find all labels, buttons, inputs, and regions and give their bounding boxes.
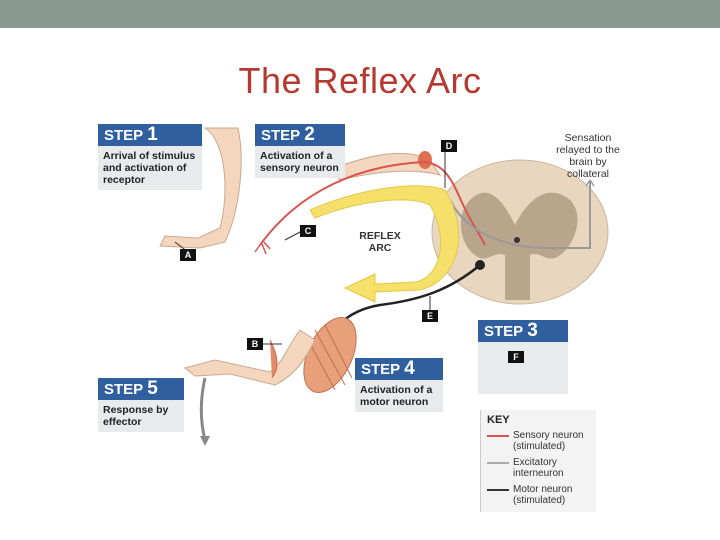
step-3-text bbox=[478, 342, 568, 394]
lower-arm bbox=[183, 329, 316, 386]
tag-c: C bbox=[300, 225, 316, 237]
key-swatch-motor bbox=[487, 489, 509, 491]
interneuron bbox=[449, 180, 591, 250]
step-5-text: Response by effector bbox=[98, 400, 184, 432]
key-swatch-sensory bbox=[487, 435, 509, 437]
tag-e: E bbox=[422, 310, 438, 322]
sensory-neuron bbox=[259, 160, 486, 246]
tag-a: A bbox=[180, 249, 196, 261]
sensation-label: Sensation relayed to the brain by collat… bbox=[556, 132, 620, 180]
key-title: KEY bbox=[487, 414, 510, 426]
step-4-text: Activation of a motor neuron bbox=[355, 380, 443, 412]
slide-title: The Reflex Arc bbox=[238, 60, 482, 101]
tag-b: B bbox=[247, 338, 263, 350]
tag-f: F bbox=[508, 351, 524, 363]
tag-d: D bbox=[441, 140, 457, 152]
movement-arrow bbox=[199, 377, 207, 441]
muscle-effector bbox=[303, 317, 357, 393]
step-1-text: Arrival of stimulus and activation of re… bbox=[98, 146, 202, 190]
legend-key: KEY Sensory neuron (stimulated) Excitato… bbox=[480, 410, 596, 512]
reflex-arc-arrow bbox=[309, 185, 460, 303]
key-swatch-interneuron bbox=[487, 462, 509, 464]
upper-arm-hand bbox=[159, 127, 242, 249]
top-banner bbox=[0, 0, 720, 28]
step-2-text: Activation of a sensory neuron bbox=[255, 146, 345, 178]
reflex-arc-label: REFLEX ARC bbox=[359, 230, 401, 254]
